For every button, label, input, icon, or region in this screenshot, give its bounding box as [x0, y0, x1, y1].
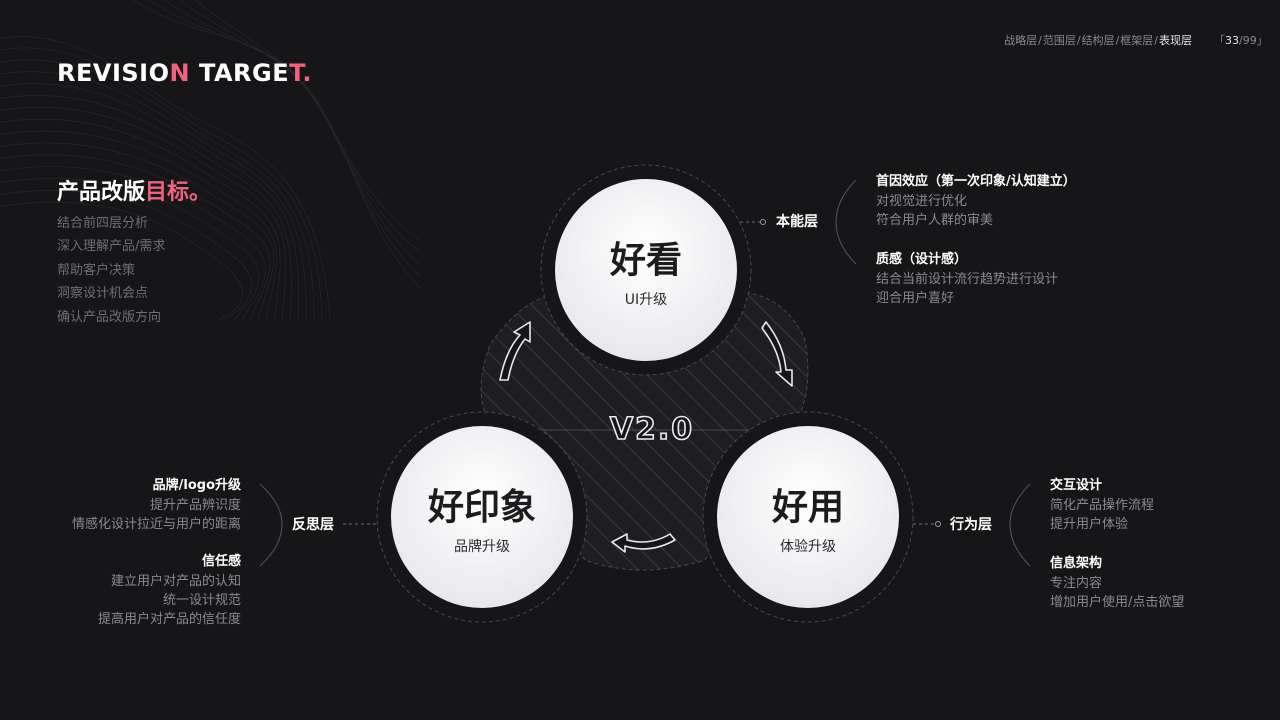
- group-item: 提高用户对产品的信任度: [97, 612, 241, 627]
- goals-heading: 产品改版目标。: [57, 178, 211, 208]
- breadcrumb-item[interactable]: 结构层: [1081, 34, 1115, 47]
- group-item: 符合用户人群的审美: [876, 213, 994, 228]
- group-item: 提升用户体验: [1050, 517, 1129, 532]
- bracket-top: [835, 179, 857, 265]
- group-item: 统一设计规范: [162, 593, 241, 608]
- group-item: 专注内容: [1050, 576, 1103, 591]
- goal-item: 深入理解产品/需求: [57, 239, 166, 255]
- title-accent-dot: .: [302, 59, 312, 87]
- group-item: 情感化设计拉近与用户的距离: [71, 517, 241, 532]
- circle-title: 好看: [609, 240, 682, 281]
- page-bracket: 「: [1214, 34, 1225, 47]
- group-title: 信息架构: [1050, 556, 1103, 571]
- circle-subtitle: 体验升级: [780, 539, 836, 555]
- group-title: 交互设计: [1050, 478, 1103, 493]
- group-item: 迎合用户喜好: [876, 291, 955, 306]
- goals-list: 结合前四层分析 深入理解产品/需求 帮助客户决策 洞察设计机会点 确认产品改版方…: [57, 212, 165, 329]
- arrow-bottom-left-icon: [611, 533, 676, 553]
- circle-subtitle: UI升级: [624, 292, 668, 308]
- connector-dot: [760, 219, 766, 225]
- group-item: 增加用户使用/点击欲望: [1050, 595, 1185, 610]
- arrow-left-up-icon: [499, 321, 531, 381]
- decorative-wave-lines: [0, 0, 420, 320]
- circle-right: [717, 426, 899, 608]
- goals-heading-accent: 目标。: [145, 180, 212, 205]
- circle-top: [555, 179, 737, 361]
- breadcrumb-separator: /: [1038, 34, 1042, 47]
- layer-top-groups: 首因效应（第一次印象/认知建立） 对视觉进行优化 符合用户人群的审美 质感（设计…: [876, 172, 1076, 308]
- title-accent-letter: N: [169, 59, 191, 87]
- circle-left: [391, 426, 573, 608]
- layer-label-behavior: 行为层: [950, 517, 992, 533]
- page-total: 99: [1242, 34, 1257, 47]
- arrow-right-down-icon: [761, 321, 793, 387]
- title-part: TARGE: [190, 59, 290, 87]
- connector-dot: [935, 521, 941, 527]
- goal-item: 结合前四层分析: [57, 216, 149, 231]
- group-item: 对视觉进行优化: [876, 194, 968, 209]
- layer-label-instinct: 本能层: [776, 214, 818, 230]
- page-current: 33: [1225, 34, 1239, 47]
- breadcrumb: 战略层/范围层/结构层/框架层/表现层: [1004, 33, 1192, 49]
- page-counter: 「33/99」: [1214, 33, 1268, 49]
- version-label: V2.0: [609, 411, 695, 448]
- title-accent-letter: T: [289, 59, 303, 87]
- layer-left-groups: 品牌/logo升级 提升产品辨识度 情感化设计拉近与用户的距离 信任感 建立用户…: [0, 476, 241, 629]
- group-title: 首因效应（第一次印象/认知建立）: [876, 174, 1076, 189]
- group-item: 提升产品辨识度: [149, 498, 241, 513]
- group-item: 建立用户对产品的认知: [110, 574, 241, 589]
- group-title: 信任感: [201, 554, 241, 569]
- goal-item: 确认产品改版方向: [57, 309, 162, 325]
- group-title: 品牌/logo升级: [152, 478, 241, 493]
- circle-title: 好用: [771, 487, 844, 528]
- circle-top-text: 好看 UI升级: [566, 240, 726, 310]
- goal-item: 洞察设计机会点: [57, 286, 149, 302]
- circle-right-text: 好用 体验升级: [728, 487, 888, 557]
- bracket-right: [1009, 483, 1031, 567]
- group-item: 结合当前设计流行趋势进行设计: [876, 272, 1059, 287]
- breadcrumb-item-active[interactable]: 表现层: [1159, 34, 1192, 47]
- breadcrumb-item[interactable]: 框架层: [1120, 34, 1154, 47]
- page-separator: /: [1239, 34, 1243, 47]
- circle-title: 好印象: [427, 487, 536, 528]
- goals-heading-text: 产品改版: [57, 180, 146, 205]
- group-item: 简化产品操作流程: [1050, 498, 1155, 513]
- breadcrumb-separator: /: [1115, 34, 1120, 47]
- breadcrumb-separator: /: [1076, 34, 1081, 47]
- title-part: REVISIO: [57, 59, 170, 87]
- page-title: REVISION TARGET.: [57, 58, 312, 88]
- layer-label-reflection: 反思层: [292, 517, 334, 533]
- circle-subtitle: 品牌升级: [454, 539, 510, 555]
- goal-item: 帮助客户决策: [57, 262, 136, 278]
- page-bracket: 」: [1256, 34, 1268, 47]
- breadcrumb-item[interactable]: 战略层: [1004, 34, 1038, 47]
- breadcrumb-item[interactable]: 范围层: [1042, 34, 1076, 47]
- group-title: 质感（设计感）: [876, 252, 968, 267]
- circle-left-text: 好印象 品牌升级: [392, 487, 572, 557]
- breadcrumb-separator: /: [1154, 34, 1158, 47]
- layer-right-groups: 交互设计 简化产品操作流程 提升用户体验 信息架构 专注内容 增加用户使用/点击…: [1050, 476, 1184, 612]
- bracket-left: [259, 483, 283, 567]
